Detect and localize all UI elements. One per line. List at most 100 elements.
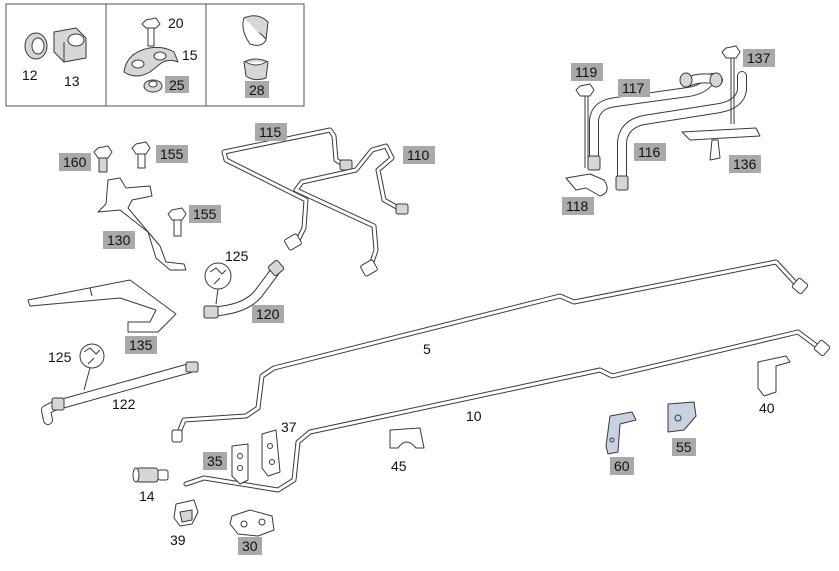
callout-37: 37 <box>281 419 297 435</box>
svg-text:110: 110 <box>407 147 430 163</box>
svg-text:45: 45 <box>391 458 407 474</box>
callout-155-side: 155 <box>189 205 221 223</box>
callout-28: 28 <box>245 81 269 98</box>
svg-text:130: 130 <box>107 232 131 248</box>
callout-118: 118 <box>562 197 594 215</box>
wrench-icon-2 <box>79 343 105 369</box>
svg-text:119: 119 <box>575 64 598 80</box>
part-160-bolt <box>93 145 113 173</box>
svg-text:125: 125 <box>48 349 72 365</box>
part-60-bracket <box>605 411 637 455</box>
callout-14: 14 <box>139 488 155 504</box>
svg-text:15: 15 <box>182 47 198 63</box>
svg-text:136: 136 <box>733 156 757 172</box>
part-15-clamp <box>123 46 179 77</box>
svg-text:60: 60 <box>614 458 630 474</box>
part-20-bolt <box>141 17 161 47</box>
svg-text:10: 10 <box>466 408 482 424</box>
callout-60: 60 <box>610 457 634 475</box>
callout-125a: 125 <box>225 248 249 264</box>
callout-160: 160 <box>59 153 91 171</box>
svg-text:37: 37 <box>281 419 297 435</box>
svg-text:137: 137 <box>747 50 771 66</box>
svg-text:115: 115 <box>259 124 282 140</box>
svg-text:5: 5 <box>423 341 431 357</box>
callout-117: 117 <box>618 79 650 97</box>
callout-5: 5 <box>423 341 431 357</box>
callout-116: 116 <box>634 143 666 161</box>
part-10-pipe <box>183 329 831 493</box>
callout-155-top: 155 <box>156 145 188 163</box>
leader-125a <box>215 288 219 305</box>
part-25-nut <box>143 79 163 93</box>
svg-text:160: 160 <box>63 154 87 170</box>
callout-119: 119 <box>571 63 603 81</box>
callout-15: 15 <box>182 47 198 63</box>
svg-text:55: 55 <box>676 439 692 455</box>
svg-text:12: 12 <box>22 67 38 83</box>
svg-text:30: 30 <box>242 538 258 554</box>
part-39-clip <box>173 499 199 527</box>
callout-35: 35 <box>203 452 227 470</box>
part-122-hose <box>41 361 199 425</box>
part-55-bracket <box>667 401 697 433</box>
part-13-nut <box>53 27 87 63</box>
svg-text:14: 14 <box>139 488 155 504</box>
svg-text:39: 39 <box>170 532 186 548</box>
part-117-hose <box>587 71 747 191</box>
part-30-bracket <box>229 509 275 537</box>
part-136-bracket <box>681 127 761 161</box>
svg-text:40: 40 <box>759 400 775 416</box>
part-115-pipe <box>221 127 353 251</box>
part-14-fitting <box>132 467 169 483</box>
part-12-ring <box>24 32 48 60</box>
svg-text:25: 25 <box>169 77 185 93</box>
svg-text:20: 20 <box>168 15 184 31</box>
svg-text:118: 118 <box>566 198 589 214</box>
callout-122: 122 <box>112 396 136 412</box>
callout-125b: 125 <box>48 349 72 365</box>
part-35-bracket <box>231 443 249 485</box>
svg-text:117: 117 <box>622 80 645 96</box>
part-155-bolt-top <box>131 141 151 169</box>
part-40-bracket <box>757 355 791 397</box>
callout-130: 130 <box>103 231 135 249</box>
part-5-pipe <box>171 259 809 443</box>
svg-text:125: 125 <box>225 248 249 264</box>
svg-text:13: 13 <box>64 73 80 89</box>
callout-55: 55 <box>672 438 696 456</box>
callout-45: 45 <box>391 458 407 474</box>
callout-115: 115 <box>255 123 287 141</box>
svg-text:155: 155 <box>160 146 184 162</box>
callout-30: 30 <box>238 537 262 555</box>
callout-136: 136 <box>729 155 761 173</box>
svg-text:35: 35 <box>207 453 223 469</box>
inset-box <box>5 3 305 107</box>
svg-text:135: 135 <box>129 337 153 353</box>
part-120-hose <box>203 259 285 319</box>
callout-20: 20 <box>168 15 184 31</box>
wrench-icon <box>204 262 232 290</box>
part-37-bracket <box>261 429 281 477</box>
callout-25: 25 <box>165 76 189 93</box>
svg-text:120: 120 <box>256 306 280 322</box>
part-137-bolt <box>721 45 741 124</box>
svg-text:155: 155 <box>193 206 217 222</box>
callout-39: 39 <box>170 532 186 548</box>
leader-125b <box>83 367 91 391</box>
callout-137: 137 <box>743 49 775 67</box>
callout-13: 13 <box>64 73 80 89</box>
callout-12: 12 <box>22 67 38 83</box>
callout-110: 110 <box>403 146 435 164</box>
part-118-clip <box>565 173 608 197</box>
callout-120: 120 <box>252 305 284 323</box>
part-28-clip <box>242 15 269 81</box>
part-135-plate <box>27 279 177 333</box>
svg-text:122: 122 <box>112 396 136 412</box>
part-130-bracket <box>97 177 187 271</box>
part-119-bolt <box>575 83 595 168</box>
part-155-bolt-side <box>167 207 187 237</box>
callout-10: 10 <box>466 408 482 424</box>
callout-135: 135 <box>125 336 157 354</box>
